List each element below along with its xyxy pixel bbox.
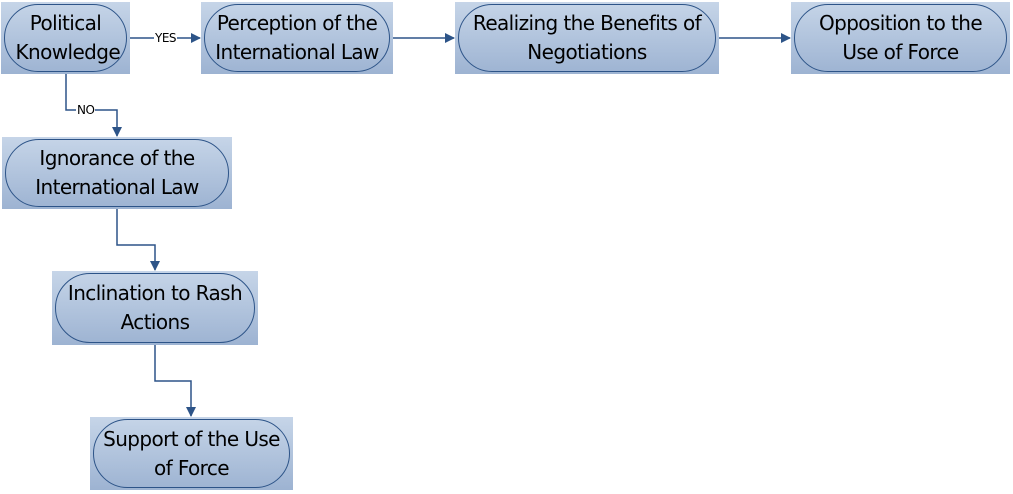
node-opposition[interactable]: Opposition to the Use of Force [791,2,1010,74]
node-label: Inclination to Rash Actions [67,281,243,334]
node-inclination[interactable]: Inclination to Rash Actions [52,271,258,345]
node-realizing-benefits[interactable]: Realizing the Benefits of Negotiations [455,2,719,74]
node-support[interactable]: Support of the Use of Force [90,417,293,490]
edge-inclination-to-support [154,345,196,417]
node-political-knowledge[interactable]: Political Knowledge [1,2,130,74]
yes-label: YES [154,31,178,45]
node-label: Support of the Use of Force [103,426,280,480]
node-label: Opposition to the Use of Force [818,11,983,64]
node-perception[interactable]: Perception of the International Law [201,2,393,74]
node-label: Realizing the Benefits of Negotiations [472,11,702,64]
no-label: NO [76,103,96,117]
node-label: Perception of the International Law [215,11,379,64]
edge-ignorance-to-inclination [116,209,160,271]
node-label: Ignorance of the International Law [35,146,199,199]
node-label: Political Knowledge [15,11,121,64]
node-ignorance[interactable]: Ignorance of the International Law [2,137,232,209]
